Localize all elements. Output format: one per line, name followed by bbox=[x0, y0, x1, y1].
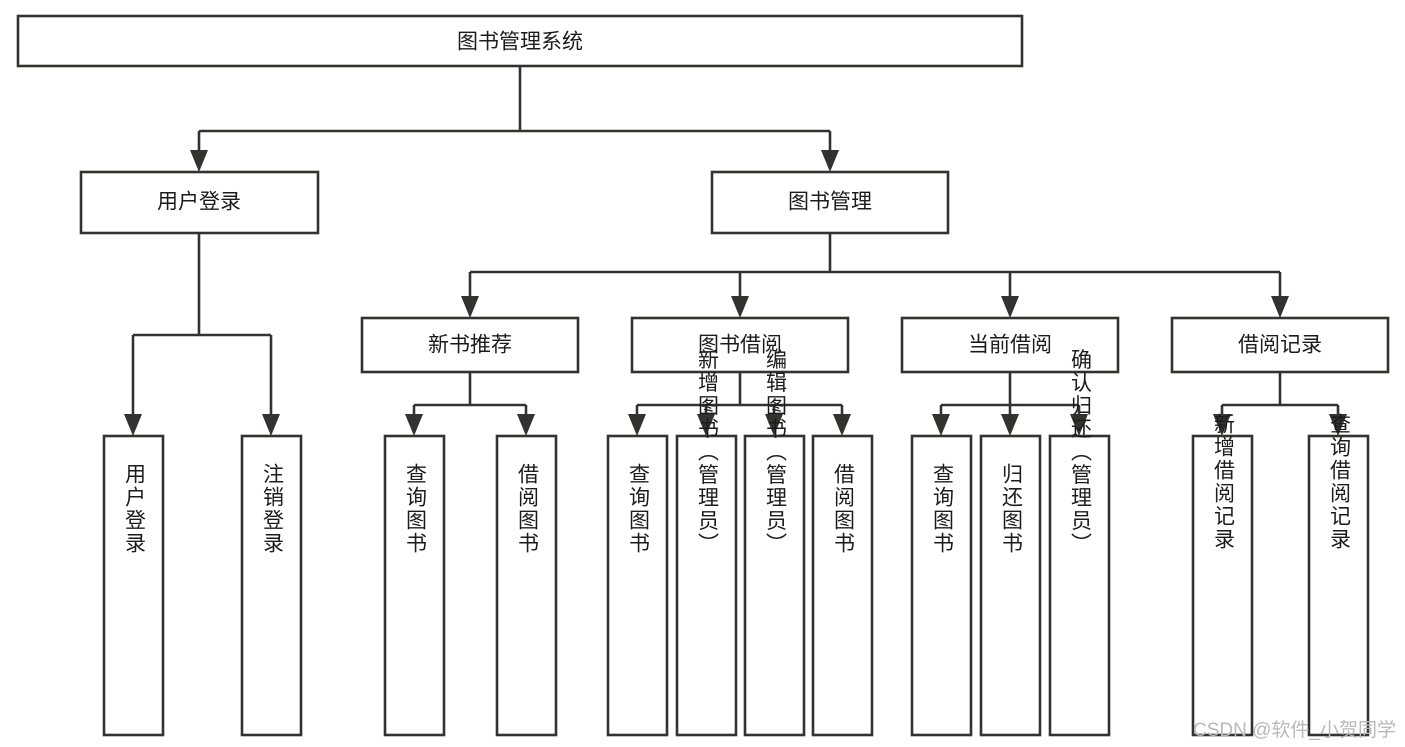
node-leaf-query-record-label: 查询借阅记录 bbox=[1328, 413, 1352, 551]
node-borrow-record[interactable]: 借阅记录 bbox=[1170, 316, 1390, 374]
node-current-borrow[interactable]: 当前借阅 bbox=[900, 316, 1120, 374]
node-new-book-rec-label: 新书推荐 bbox=[428, 334, 512, 357]
node-leaf-borrow-book-1-label: 借阅图书 bbox=[516, 463, 540, 555]
arrow-head-leaf-query-book-2 bbox=[628, 414, 646, 436]
node-leaf-logout-login-box[interactable] bbox=[240, 434, 303, 737]
node-user-login-box[interactable] bbox=[79, 170, 320, 235]
node-leaf-user-login[interactable]: 用户登录 bbox=[102, 434, 165, 737]
connector-group-current-borrow bbox=[932, 372, 1088, 436]
connector-group-new-book-rec bbox=[405, 372, 535, 436]
connector-group-root bbox=[190, 66, 839, 172]
node-leaf-query-record-box[interactable] bbox=[1307, 434, 1370, 737]
arrow-head-leaf-confirm-return bbox=[1070, 414, 1088, 436]
arrow-head-leaf-query-book-1 bbox=[405, 414, 423, 436]
node-user-login[interactable]: 用户登录 bbox=[79, 170, 320, 235]
node-root-box[interactable] bbox=[16, 14, 1024, 68]
arrow-head-user-login bbox=[190, 150, 208, 172]
node-leaf-return-book[interactable]: 归还图书 bbox=[979, 434, 1042, 737]
node-leaf-add-record[interactable]: 新增借阅记录 bbox=[1191, 413, 1254, 737]
arrow-head-leaf-borrow-book-2 bbox=[833, 414, 851, 436]
arrow-head-leaf-add-book bbox=[697, 414, 715, 436]
node-current-borrow-box[interactable] bbox=[900, 316, 1120, 374]
arrow-head-leaf-add-record bbox=[1213, 414, 1231, 436]
node-leaf-query-book-3[interactable]: 查询图书 bbox=[910, 434, 973, 737]
node-root-label: 图书管理系统 bbox=[457, 31, 583, 54]
node-leaf-query-record[interactable]: 查询借阅记录 bbox=[1307, 413, 1370, 737]
connector-group-borrow-record bbox=[1213, 372, 1347, 436]
node-leaf-edit-book[interactable]: 编辑图书（管理员） bbox=[743, 349, 806, 737]
node-leaf-borrow-book-1[interactable]: 借阅图书 bbox=[495, 434, 558, 737]
node-leaf-query-book-1[interactable]: 查询图书 bbox=[383, 434, 446, 737]
node-leaf-query-book-1-label: 查询图书 bbox=[404, 463, 428, 555]
watermark-label: CSDN @软件_小贺同学 bbox=[1193, 719, 1396, 741]
node-leaf-confirm-return-label: 确认归还（管理员） bbox=[1069, 349, 1093, 556]
node-leaf-query-book-3-label: 查询图书 bbox=[931, 463, 955, 555]
connector-group-user-login bbox=[124, 233, 280, 436]
node-leaf-query-book-2-label: 查询图书 bbox=[627, 463, 651, 555]
arrow-head-borrow-record bbox=[1271, 296, 1289, 318]
node-leaf-user-login-box[interactable] bbox=[102, 434, 165, 737]
arrow-head-leaf-return-book bbox=[1001, 414, 1019, 436]
node-book-manage-box[interactable] bbox=[710, 170, 950, 235]
arrow-head-book-borrow bbox=[731, 296, 749, 318]
connector-group-book-borrow bbox=[628, 372, 851, 436]
node-borrow-record-box[interactable] bbox=[1170, 316, 1390, 374]
arrow-head-leaf-logout-login bbox=[262, 414, 280, 436]
node-book-borrow-label: 图书借阅 bbox=[698, 334, 782, 357]
node-leaf-edit-book-label: 编辑图书（管理员） bbox=[764, 349, 788, 556]
arrow-head-new-book-rec bbox=[461, 296, 479, 318]
node-leaf-query-book-2-box[interactable] bbox=[606, 434, 669, 737]
arrow-head-leaf-borrow-book-1 bbox=[517, 414, 535, 436]
node-leaf-borrow-book-2-box[interactable] bbox=[811, 434, 874, 737]
node-book-manage[interactable]: 图书管理 bbox=[710, 170, 950, 235]
node-book-manage-label: 图书管理 bbox=[788, 191, 872, 214]
arrow-head-leaf-user-login bbox=[124, 414, 142, 436]
node-leaf-borrow-book-1-box[interactable] bbox=[495, 434, 558, 737]
arrow-head-book-manage bbox=[821, 150, 839, 172]
node-user-login-label: 用户登录 bbox=[157, 191, 241, 214]
node-leaf-user-login-label: 用户登录 bbox=[123, 463, 147, 555]
node-leaf-return-book-box[interactable] bbox=[979, 434, 1042, 737]
node-borrow-record-label: 借阅记录 bbox=[1238, 334, 1322, 357]
node-leaf-query-book-2[interactable]: 查询图书 bbox=[606, 434, 669, 737]
node-leaf-edit-book-box[interactable] bbox=[743, 434, 806, 737]
node-leaf-confirm-return[interactable]: 确认归还（管理员） bbox=[1048, 349, 1111, 737]
node-new-book-rec-box[interactable] bbox=[360, 316, 580, 374]
node-current-borrow-label: 当前借阅 bbox=[968, 334, 1052, 357]
node-leaf-confirm-return-box[interactable] bbox=[1048, 434, 1111, 737]
node-leaf-query-book-1-box[interactable] bbox=[383, 434, 446, 737]
node-leaf-borrow-book-2-label: 借阅图书 bbox=[832, 463, 856, 555]
node-root[interactable]: 图书管理系统 bbox=[16, 14, 1024, 68]
arrow-head-leaf-query-record bbox=[1329, 414, 1347, 436]
connector-group-book-manage bbox=[461, 233, 1289, 318]
node-leaf-add-book-label: 新增图书（管理员） bbox=[696, 349, 720, 556]
node-leaf-add-record-box[interactable] bbox=[1191, 434, 1254, 737]
node-book-borrow-box[interactable] bbox=[630, 316, 850, 374]
node-leaf-return-book-label: 归还图书 bbox=[1000, 463, 1024, 555]
node-book-borrow[interactable]: 图书借阅 bbox=[630, 316, 850, 374]
node-leaf-logout-login-label: 注销登录 bbox=[261, 463, 285, 555]
node-new-book-rec[interactable]: 新书推荐 bbox=[360, 316, 580, 374]
arrow-head-current-borrow bbox=[1001, 296, 1019, 318]
node-leaf-add-book[interactable]: 新增图书（管理员） bbox=[675, 349, 738, 737]
arrow-head-leaf-query-book-3 bbox=[932, 414, 950, 436]
node-leaf-query-book-3-box[interactable] bbox=[910, 434, 973, 737]
node-leaf-add-book-box[interactable] bbox=[675, 434, 738, 737]
node-leaf-logout-login[interactable]: 注销登录 bbox=[240, 434, 303, 737]
node-leaf-borrow-book-2[interactable]: 借阅图书 bbox=[811, 434, 874, 737]
node-leaf-add-record-label: 新增借阅记录 bbox=[1212, 413, 1236, 551]
arrow-head-leaf-edit-book bbox=[765, 414, 783, 436]
